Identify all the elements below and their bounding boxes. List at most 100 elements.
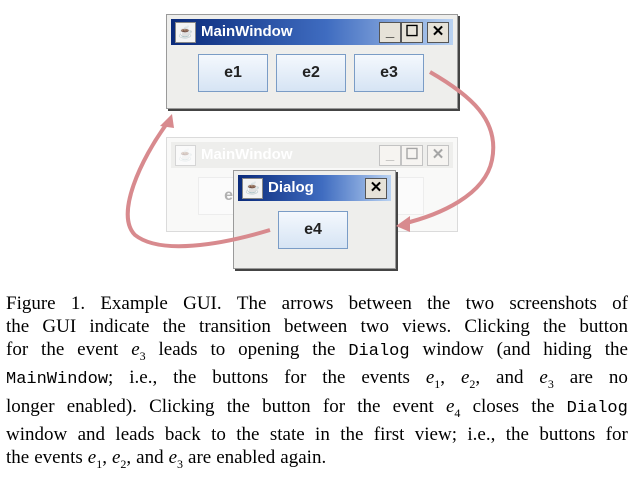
text: first (373, 424, 405, 446)
caption-word: arrows (282, 293, 334, 316)
arrow-e4-to-main (125, 120, 271, 249)
text: i.e., (129, 367, 158, 389)
caption-word: the (506, 424, 529, 447)
text: hiding (543, 338, 592, 360)
close-button[interactable]: ✕ (365, 178, 387, 199)
arrowhead-icon (160, 114, 174, 128)
java-icon: ☕ (242, 178, 263, 199)
caption-word: Example (100, 293, 168, 316)
text: no (608, 367, 628, 389)
caption-word: are (570, 367, 593, 396)
text: the (543, 315, 567, 337)
text: two (465, 293, 495, 314)
text: view; (414, 424, 457, 446)
window-title: Dialog (268, 179, 314, 196)
text: again. (280, 447, 327, 469)
text: for (605, 424, 628, 446)
caption-word: two (466, 293, 495, 316)
caption-word: the (312, 339, 335, 368)
caption-word: again. (280, 447, 326, 476)
text: for (284, 367, 307, 389)
caption-word: event (393, 396, 434, 425)
e2-button[interactable]: e2 (276, 54, 346, 92)
text: views. (402, 315, 452, 337)
caption-word: the (236, 424, 259, 447)
caption-word: event (77, 339, 118, 368)
text: two (360, 315, 389, 337)
e4-button[interactable]: e4 (278, 211, 348, 249)
caption-word: e3 (539, 367, 553, 396)
text: , (440, 367, 446, 389)
text: buttons (539, 424, 596, 446)
caption-word: views. (402, 316, 451, 339)
text: Clicking (149, 395, 215, 417)
caption-word: and (78, 424, 105, 447)
text: the (41, 338, 65, 360)
arrowhead-icon (396, 216, 410, 232)
dialog-window: ☕ Dialog ✕ e4 (233, 170, 396, 269)
math-event: e1 (425, 367, 441, 391)
text: enabled). (66, 395, 137, 417)
caption-word: e4 (446, 396, 460, 425)
caption-word: the (6, 316, 29, 339)
text: window (422, 338, 484, 360)
e3-button[interactable]: e3 (354, 54, 424, 92)
text: for (6, 338, 29, 360)
text: The (236, 293, 267, 314)
text: are (569, 367, 593, 389)
caption-word: the (227, 396, 250, 425)
close-button[interactable]: ✕ (427, 22, 449, 43)
text: window (6, 424, 68, 446)
java-icon: ☕ (175, 145, 196, 166)
caption-word: e3 (131, 339, 145, 368)
text: button (262, 395, 311, 417)
caption-word: the (357, 396, 380, 425)
caption-word: the (340, 424, 363, 447)
caption-word: no (609, 367, 628, 396)
caption-word: Dialog (348, 339, 409, 368)
caption-word: Figure (6, 293, 56, 316)
caption-word: two (360, 316, 389, 339)
minimize-button: _ (379, 145, 401, 166)
text: for (322, 395, 346, 417)
caption-word: window (6, 424, 67, 447)
maximize-button[interactable]: ☐ (401, 22, 423, 43)
caption-word: and (496, 367, 523, 396)
title-bar: ☕ Dialog ✕ (238, 175, 391, 201)
text: between (284, 315, 348, 337)
text: and (77, 424, 106, 446)
caption-word: MainWindow; (6, 367, 113, 396)
caption-word: screenshots (509, 293, 597, 316)
caption-word: for (284, 367, 306, 396)
text: Figure (6, 293, 56, 314)
text: (and (496, 338, 531, 360)
text: events (361, 367, 410, 389)
maximize-button: ☐ (401, 145, 423, 166)
caption-word: i.e., (467, 424, 495, 447)
text: longer (6, 395, 55, 417)
math-event: e4 (445, 395, 461, 420)
math-event: e2 (460, 367, 476, 391)
text: events (34, 447, 83, 469)
text: the (226, 395, 250, 417)
caption-word: button (579, 316, 628, 339)
minimize-button[interactable]: _ (379, 22, 401, 43)
caption-word: enabled). (67, 396, 137, 425)
code-text: Dialog (348, 341, 410, 361)
text: enabled (216, 447, 276, 469)
text: closes (472, 395, 520, 417)
window-title: MainWindow (201, 146, 293, 163)
e1-button[interactable]: e1 (198, 54, 268, 92)
title-bar: ☕ MainWindow _ ☐ ✕ (171, 19, 453, 45)
text: of (612, 293, 628, 314)
caption-word: for (606, 424, 628, 447)
caption-word: between (284, 316, 347, 339)
caption-word: the (543, 316, 566, 339)
caption-word: Clicking (464, 316, 529, 339)
math-event: e2 (111, 447, 127, 471)
caption-word: in (315, 424, 330, 447)
caption-word: e2, (112, 447, 131, 476)
caption-word: to (211, 424, 226, 447)
